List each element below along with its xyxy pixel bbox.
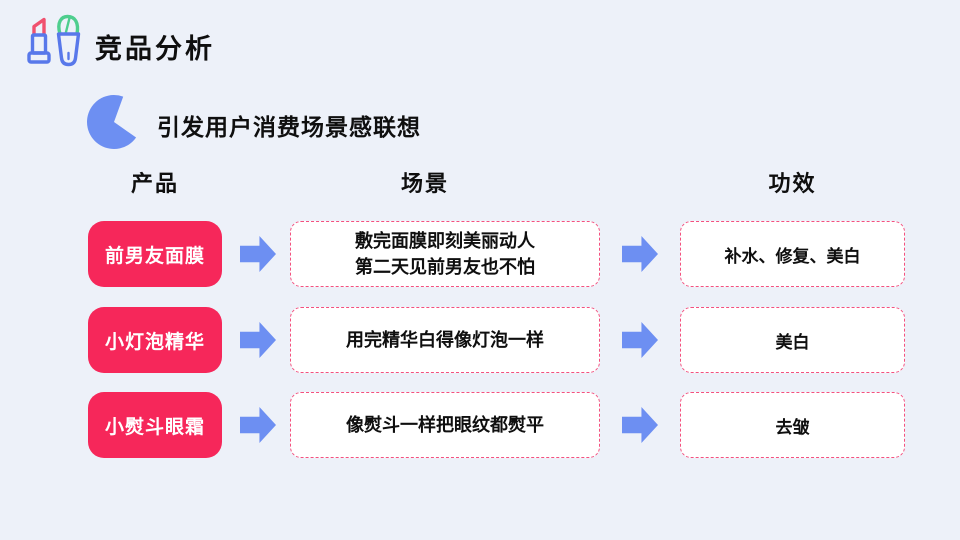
- column-header-scenario: 场景: [400, 171, 449, 196]
- arrow-right-icon: [622, 322, 658, 358]
- page-title: 竞品分析: [95, 34, 215, 64]
- effect-box: 去皱: [680, 392, 905, 458]
- effect-box: 补水、修复、美白: [680, 221, 905, 287]
- scenario-box: 像熨斗一样把眼纹都熨平: [290, 392, 600, 458]
- product-label-shape: 小熨斗眼霜: [88, 392, 222, 458]
- arrow-right-icon: [240, 407, 276, 443]
- product-label-shape: 小灯泡精华: [88, 307, 222, 373]
- column-header-product: 产品: [130, 171, 179, 196]
- product-label-shape: 前男友面膜: [88, 221, 222, 287]
- lipstick-and-brush-icon: [27, 14, 81, 67]
- effect-box: 美白: [680, 307, 905, 373]
- section-subtitle: 引发用户消费场景感联想: [157, 114, 421, 140]
- table-row: 小灯泡精华 用完精华白得像灯泡一样 美白: [88, 307, 905, 373]
- pacman-bullet-icon: [87, 94, 137, 149]
- scenario-box: 用完精华白得像灯泡一样: [290, 307, 600, 373]
- arrow-right-icon: [622, 407, 658, 443]
- table-row: 小熨斗眼霜 像熨斗一样把眼纹都熨平 去皱: [88, 392, 905, 458]
- arrow-right-icon: [240, 322, 276, 358]
- table-row: 前男友面膜 敷完面膜即刻美丽动人 第二天见前男友也不怕 补水、修复、美白: [88, 221, 905, 287]
- arrow-right-icon: [622, 236, 658, 272]
- arrow-right-icon: [240, 236, 276, 272]
- scenario-box: 敷完面膜即刻美丽动人 第二天见前男友也不怕: [290, 221, 600, 287]
- column-header-effect: 功效: [768, 171, 817, 196]
